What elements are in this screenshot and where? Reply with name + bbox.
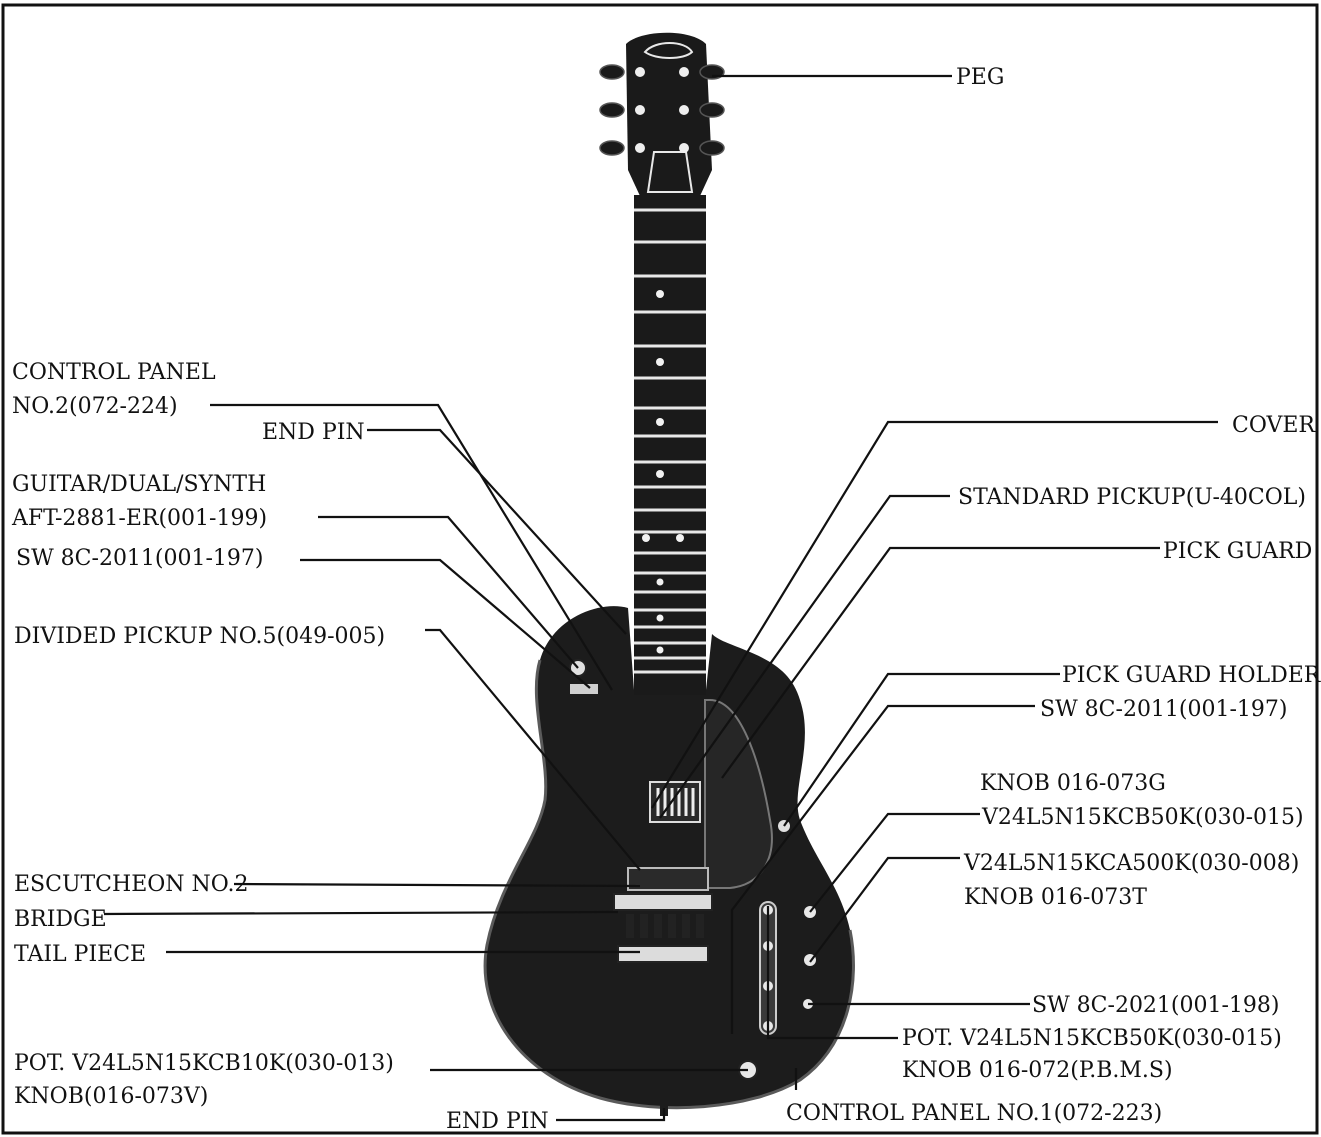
label-standard-pickup: STANDARD PICKUP(U-40COL) (958, 485, 1306, 510)
divided-pickup-part (628, 868, 708, 890)
label-control-panel-2-line2: NO.2(072-224) (12, 394, 178, 419)
bridge-part (614, 894, 712, 910)
label-sw-2021: SW 8C-2021(001-198) (1032, 993, 1280, 1018)
label-pot-b50k: V24L5N15KCB50K(030-015) (981, 805, 1304, 830)
label-bridge: BRIDGE (14, 907, 107, 932)
label-knob-073t: KNOB 016-073T (964, 885, 1147, 910)
label-control-panel-2-line1: CONTROL PANEL (12, 360, 216, 385)
label-knob-073g: KNOB 016-073G (980, 771, 1166, 796)
label-divided-pickup: DIVIDED PICKUP NO.5(049-005) (14, 624, 385, 649)
label-tail-piece: TAIL PIECE (14, 942, 146, 967)
leader-end-pin-top (367, 430, 626, 634)
label-pot-right-line2: KNOB 016-072(P.B.M.S) (902, 1058, 1173, 1083)
label-pot-a500k: V24L5N15KCA500K(030-008) (963, 851, 1299, 876)
label-pot-right-line1: POT. V24L5N15KCB50K(030-015) (902, 1026, 1282, 1051)
label-end-pin-bottom: END PIN (446, 1109, 549, 1134)
label-pot-left-line2: KNOB(016-073V) (14, 1084, 208, 1109)
leader-end-pin-bottom (556, 1108, 664, 1120)
label-sw-right: SW 8C-2011(001-197) (1040, 697, 1288, 722)
label-pot-left-line1: POT. V24L5N15KCB10K(030-013) (14, 1051, 394, 1076)
label-pick-guard: PICK GUARD (1163, 539, 1312, 564)
label-escutcheon: ESCUTCHEON NO.2 (14, 872, 249, 897)
guitar-neck (634, 195, 706, 695)
leader-pick-guard-holder (784, 674, 1060, 826)
label-control-panel-1: CONTROL PANEL NO.1(072-223) (786, 1101, 1162, 1126)
label-end-pin-top: END PIN (262, 420, 365, 445)
control-panel-2-part (570, 684, 598, 694)
label-pick-guard-holder: PICK GUARD HOLDER (1062, 663, 1321, 688)
tail-piece-part (618, 946, 708, 962)
label-sw-left: SW 8C-2011(001-197) (16, 546, 264, 571)
label-peg: PEG (956, 65, 1004, 90)
label-guitar-dual-synth-line1: GUITAR/DUAL/SYNTH (12, 472, 266, 497)
label-cover: COVER (1232, 413, 1316, 438)
label-guitar-dual-synth-line2: AFT-2881-ER(001-199) (11, 506, 267, 531)
